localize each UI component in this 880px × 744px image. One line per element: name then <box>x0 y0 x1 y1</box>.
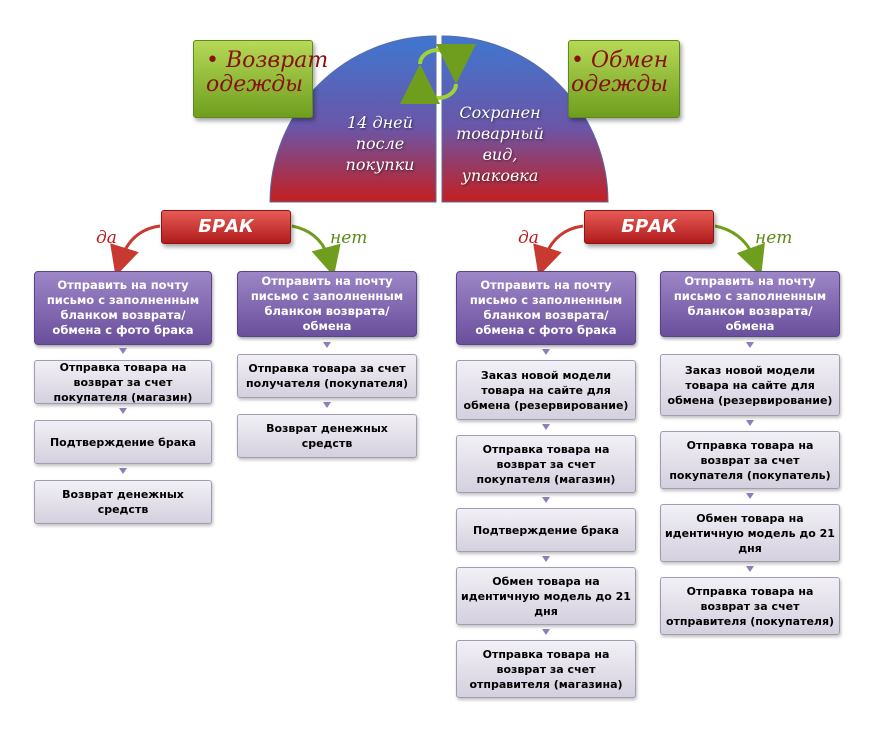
arrow-yes-left <box>110 224 161 277</box>
left-no-step-2: Возврат денежных средств <box>237 414 417 458</box>
left-no-head: Отправить на почту письмо с заполненным … <box>237 271 417 337</box>
connector <box>542 629 550 635</box>
connector <box>119 468 127 474</box>
arrow-yes-right <box>533 224 584 277</box>
connector <box>746 342 754 348</box>
arrow-no-right <box>714 224 765 277</box>
connector <box>542 424 550 430</box>
yes-label-left: да <box>96 228 117 248</box>
connector <box>542 497 550 503</box>
right-no-step-2: Отправка товара на возврат за счет покуп… <box>660 431 840 489</box>
dome-right-text: Сохранен товарный вид, упаковка <box>456 103 544 185</box>
connector <box>119 348 127 354</box>
left-yes-step-1: Отправка товара на возврат за счет покуп… <box>34 360 212 404</box>
arrow-no-left <box>291 224 341 277</box>
no-label-right: нет <box>755 228 793 248</box>
connector <box>746 566 754 572</box>
right-no-head: Отправить на почту письмо с заполненным … <box>660 271 840 337</box>
defect-box-right: БРАК <box>584 210 714 244</box>
connector <box>323 342 331 348</box>
defect-box-left: БРАК <box>161 210 291 244</box>
right-no-step-3: Обмен товара на идентичную модель до 21 … <box>660 504 840 562</box>
exchange-clothing-box: • Обмен одежды <box>568 40 680 118</box>
exchange-clothing-label: • Обмен одежды <box>571 48 669 97</box>
connector <box>746 493 754 499</box>
right-yes-step-1: Заказ новой модели товара на сайте для о… <box>456 360 636 420</box>
no-label-left: нет <box>330 228 368 248</box>
right-no-step-4: Отправка товара на возврат за счет отпра… <box>660 577 840 635</box>
right-yes-step-2: Отправка товара на возврат за счет покуп… <box>456 435 636 493</box>
connector <box>542 556 550 562</box>
return-clothing-box: • Возврат одежды <box>193 40 328 118</box>
left-no-step-1: Отправка товара за счет получателя (поку… <box>237 354 417 398</box>
return-clothing-label: • Возврат одежды <box>206 48 329 97</box>
right-no-step-1: Заказ новой модели товара на сайте для о… <box>660 354 840 416</box>
yes-label-right: да <box>518 228 539 248</box>
right-yes-step-4: Обмен товара на идентичную модель до 21 … <box>456 567 636 625</box>
connector <box>323 402 331 408</box>
dome-left <box>269 35 437 203</box>
right-yes-head: Отправить на почту письмо с заполненным … <box>456 271 636 345</box>
left-yes-head: Отправить на почту письмо с заполненным … <box>34 271 212 345</box>
connector <box>119 408 127 414</box>
right-yes-step-5: Отправка товара на возврат за счет отпра… <box>456 640 636 698</box>
connector <box>542 349 550 355</box>
connector <box>746 420 754 426</box>
left-yes-step-2: Подтверждение брака <box>34 420 212 464</box>
cycle-arrows-icon <box>400 43 476 105</box>
right-yes-step-3: Подтверждение брака <box>456 508 636 552</box>
dome-right <box>441 35 609 203</box>
left-yes-step-3: Возврат денежных средств <box>34 480 212 524</box>
dome-left-text: 14 дней после покупки <box>345 113 415 174</box>
